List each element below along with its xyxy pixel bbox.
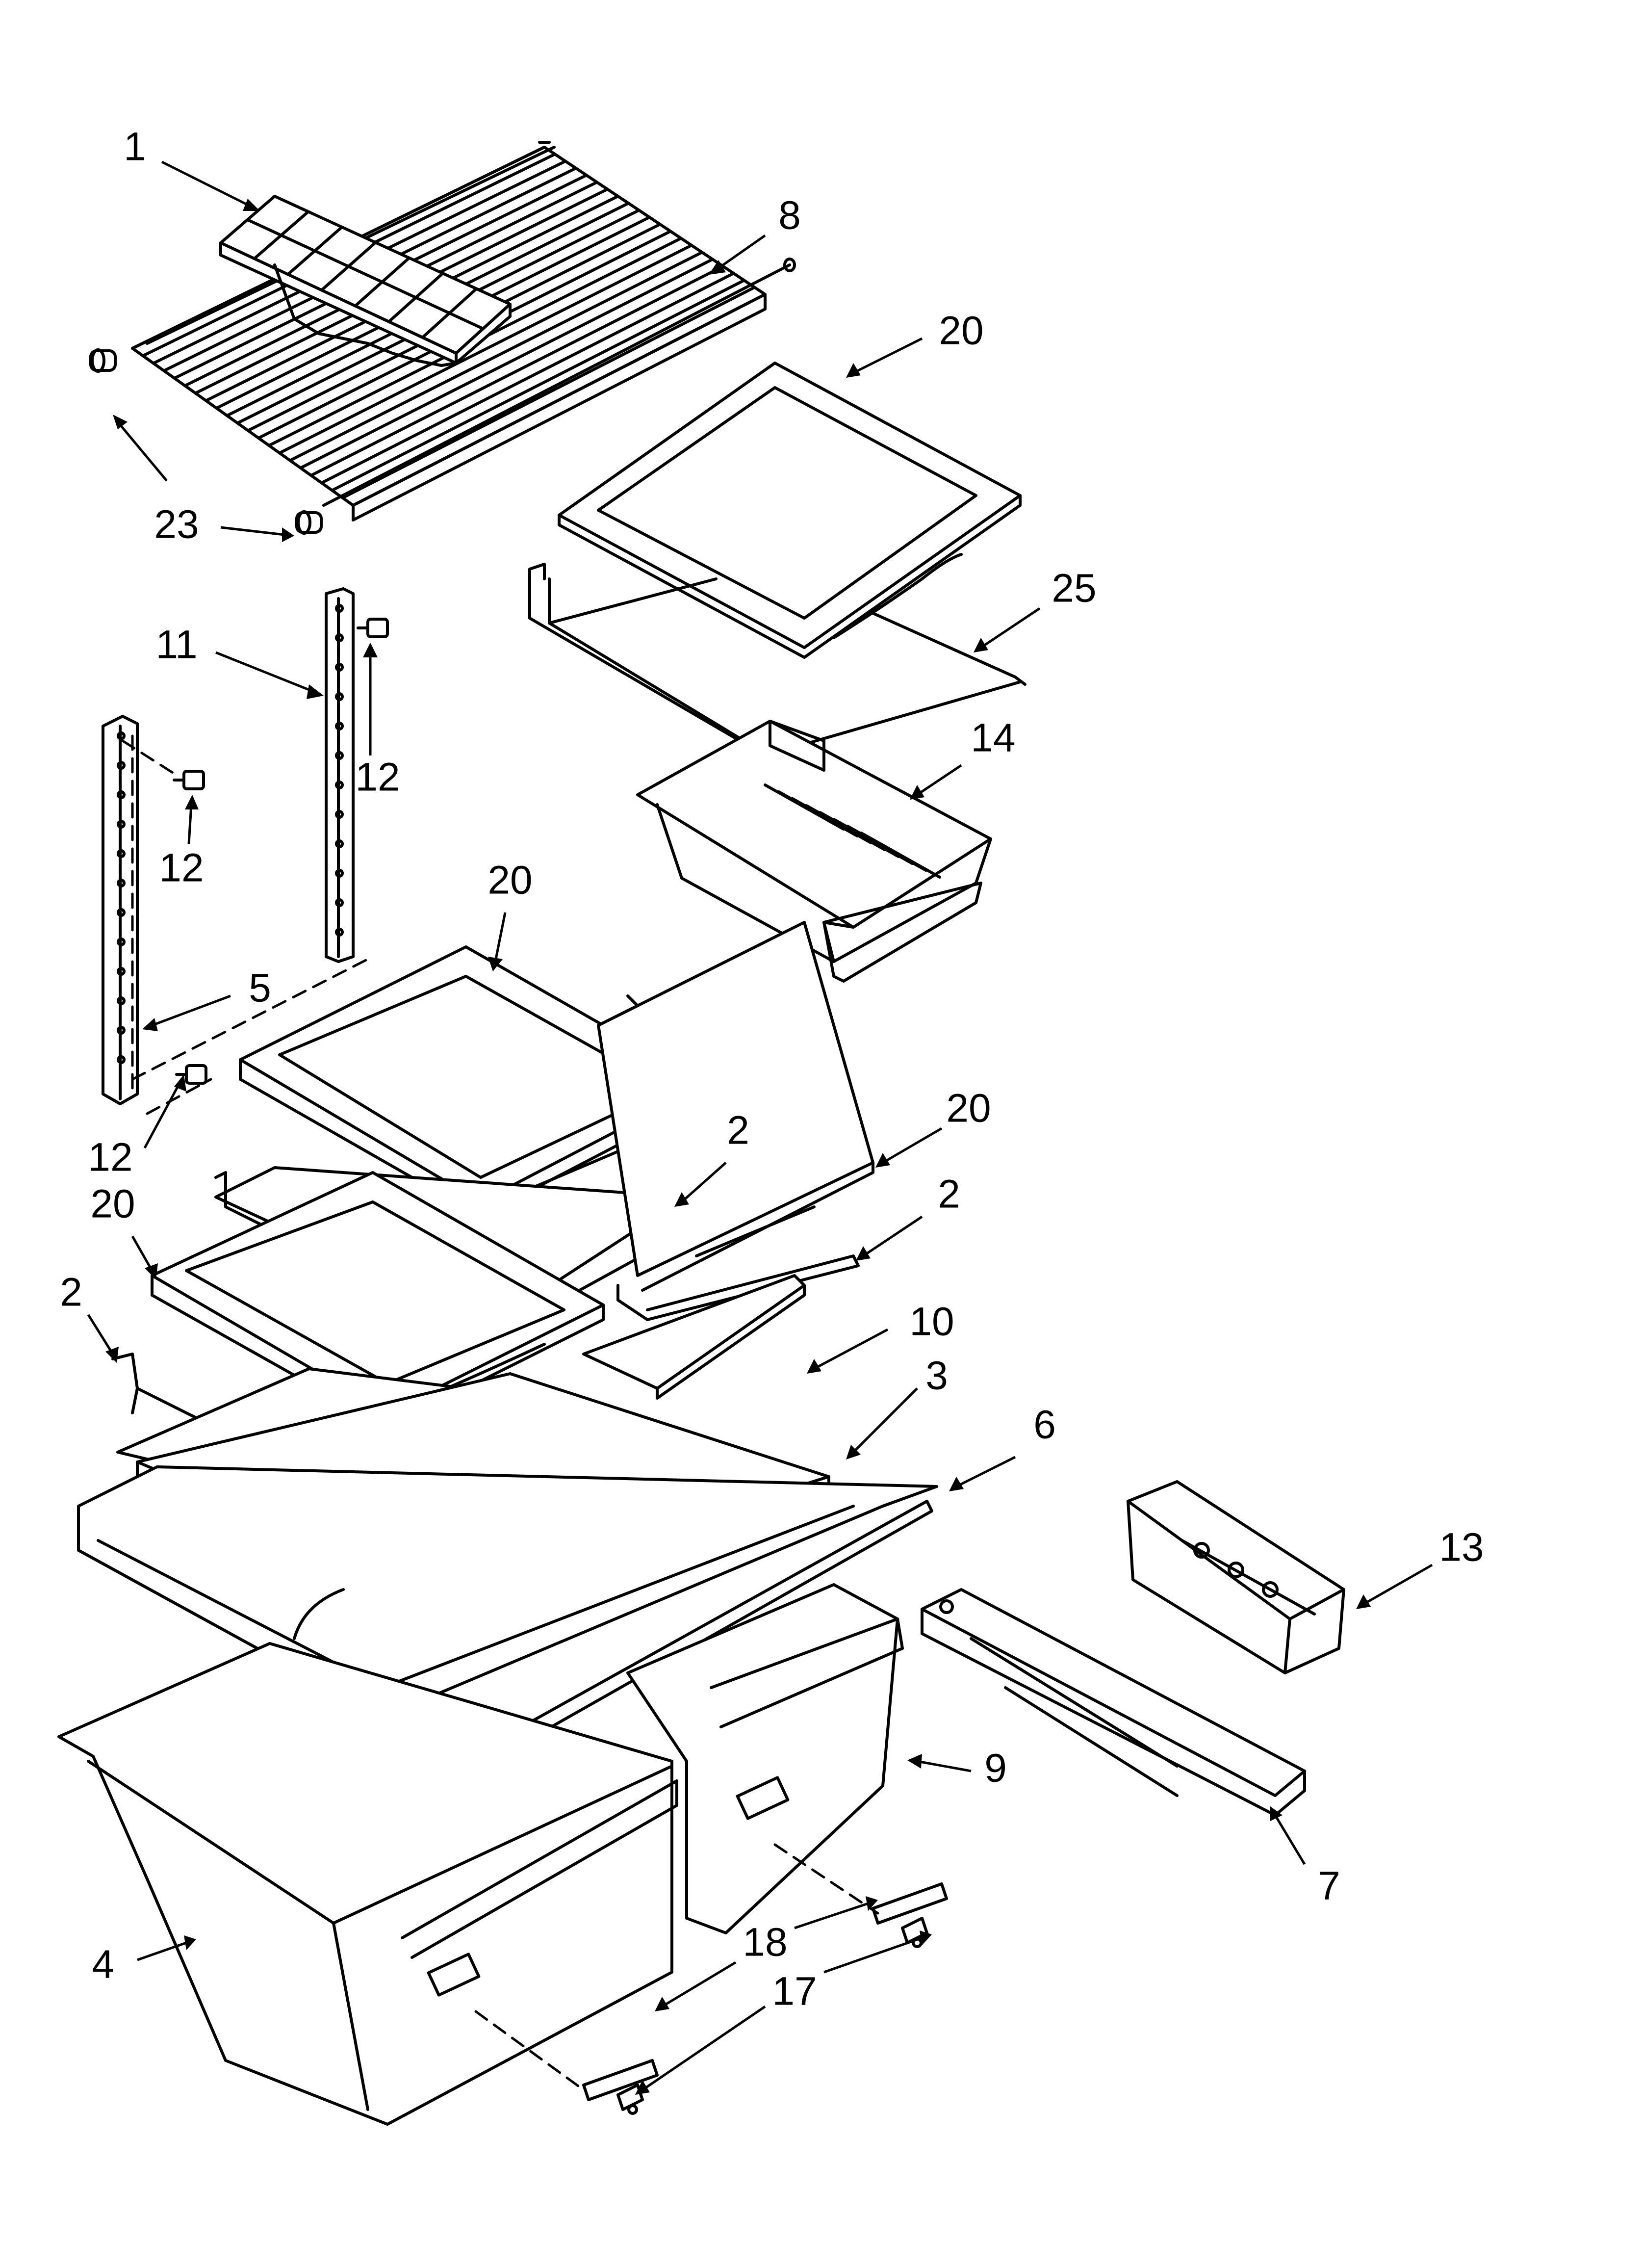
callout-9: 9 — [907, 1746, 1007, 1791]
callout-number: 20 — [946, 1086, 991, 1131]
callout-6: 6 — [949, 1403, 1056, 1491]
glass-shelf-part-10 — [582, 1274, 806, 1400]
callout-20-d: 20 — [90, 1182, 158, 1279]
callout-25: 25 — [974, 566, 1097, 652]
callout-number: 7 — [1318, 1864, 1340, 1908]
callout-2-c: 2 — [60, 1270, 119, 1363]
callout-number: 2 — [60, 1270, 82, 1315]
callout-number: 25 — [1052, 566, 1096, 611]
shelf-end-caps-part-23 — [89, 348, 323, 535]
callout-12-c: 12 — [88, 1074, 186, 1180]
callout-12-b: 12 — [159, 795, 204, 890]
crisper-drawer-part-9 — [626, 1583, 904, 1934]
callout-5: 5 — [142, 966, 271, 1031]
callout-number: 13 — [1439, 1525, 1484, 1570]
callout-number: 5 — [249, 966, 271, 1011]
callout-number: 12 — [159, 846, 204, 890]
callout-number: 9 — [984, 1746, 1007, 1791]
glass-shelf-part-20-lower — [151, 1171, 605, 1429]
door-bin-part-13 — [1127, 1480, 1345, 1674]
shelf-ladder-part-5 — [102, 715, 139, 1105]
ice-tray-part-1 — [219, 195, 512, 367]
callout-2-b: 2 — [856, 1172, 960, 1261]
callout-number: 20 — [939, 309, 983, 353]
callout-number: 12 — [88, 1135, 132, 1180]
callout-14: 14 — [910, 716, 1016, 800]
callout-number: 6 — [1033, 1403, 1056, 1447]
callout-13: 13 — [1356, 1525, 1484, 1609]
callout-20-top: 20 — [846, 309, 984, 378]
callout-number: 23 — [154, 502, 199, 547]
callout-3: 3 — [846, 1354, 948, 1460]
screws-part-12 — [121, 618, 389, 1085]
callout-7: 7 — [1270, 1806, 1340, 1908]
callout-number: 14 — [971, 716, 1015, 760]
callout-number: 3 — [925, 1354, 948, 1398]
shelf-ladder-part-11 — [325, 587, 355, 963]
deli-drawer-part-14 — [636, 720, 992, 983]
callout-number: 2 — [727, 1108, 749, 1153]
callout-1: 1 — [124, 125, 260, 211]
callout-10: 10 — [807, 1300, 954, 1374]
callout-group: 1 8 20 23 25 11 12 14 12 20 5 20 2 12 20… — [60, 125, 1484, 2095]
callout-number: 18 — [743, 1920, 787, 1965]
glass-shelf-part-20-top — [558, 362, 1022, 659]
callout-number: 17 — [772, 1969, 817, 2014]
callout-20-c: 20 — [875, 1086, 991, 1168]
callout-number: 1 — [124, 125, 146, 169]
drawer-frame-part-25 — [528, 563, 1026, 757]
clip-part-18 — [582, 1882, 948, 2101]
crisper-drawer-part-4 — [57, 1642, 678, 2126]
callout-20-b: 20 — [487, 858, 533, 971]
callout-number: 20 — [487, 858, 532, 903]
clip-alignment-lines — [474, 1843, 879, 2091]
callout-number: 2 — [938, 1172, 960, 1217]
bracket-part-7 — [921, 1588, 1306, 1817]
callout-number: 8 — [778, 193, 801, 238]
callout-18: 18 — [655, 1896, 878, 2011]
callout-2-a: 2 — [674, 1108, 749, 1207]
callout-number: 4 — [92, 1942, 114, 1987]
callout-8: 8 — [709, 193, 801, 275]
callout-number: 11 — [155, 623, 197, 667]
callout-23: 23 — [113, 415, 294, 547]
callout-number: 20 — [90, 1182, 135, 1226]
callout-4: 4 — [92, 1935, 196, 1987]
callout-number: 12 — [355, 755, 400, 800]
callout-12-a: 12 — [355, 643, 400, 800]
callout-17: 17 — [635, 1930, 932, 2095]
callout-number: 10 — [909, 1300, 954, 1344]
alignment-lines — [131, 955, 374, 1115]
callout-11: 11 — [155, 623, 324, 699]
glass-shelf-part-20-right — [597, 921, 874, 1292]
